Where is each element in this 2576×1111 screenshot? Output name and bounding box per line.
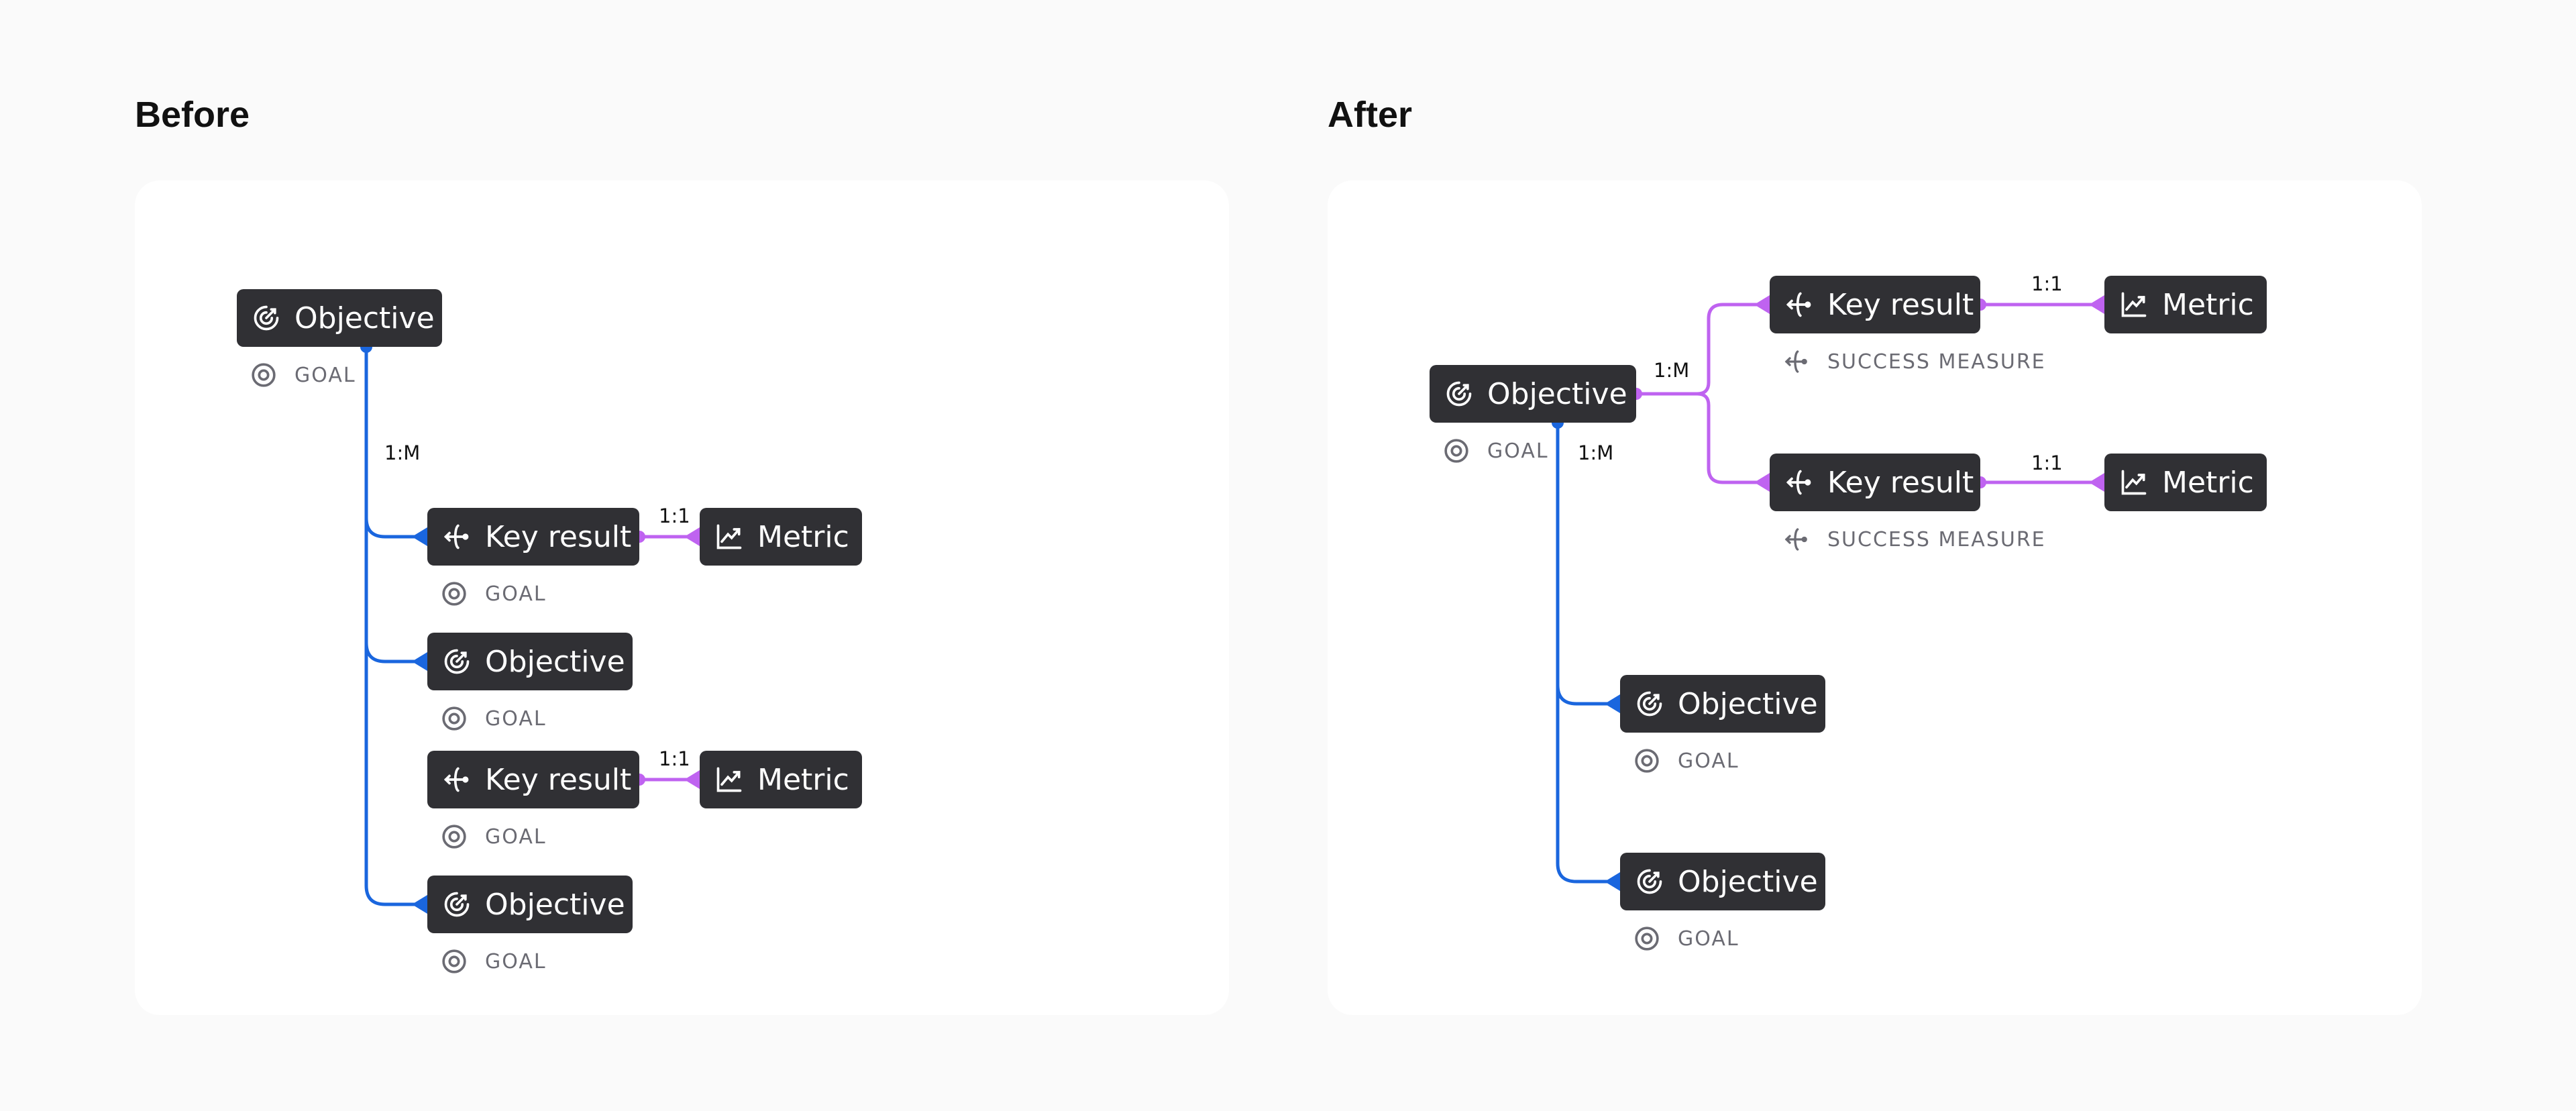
before-node-metric[interactable]: Metric bbox=[700, 508, 862, 566]
after-node-objective[interactable]: Objective bbox=[1620, 675, 1825, 733]
node-type-label: GOAL bbox=[1633, 747, 1739, 774]
before-node-key-result[interactable]: Key result bbox=[427, 751, 639, 808]
node-label: Key result bbox=[485, 519, 632, 554]
chart-line-icon bbox=[714, 765, 757, 794]
goal-target-icon bbox=[441, 823, 485, 850]
key-result-arrows-icon bbox=[442, 522, 485, 551]
type-text: GOAL bbox=[1678, 927, 1739, 951]
cardinality-label: 1:1 bbox=[2031, 452, 2063, 474]
before-node-objective[interactable]: Objective bbox=[237, 289, 442, 347]
node-label: Objective bbox=[485, 887, 625, 922]
node-label: Objective bbox=[485, 644, 625, 679]
goal-target-icon bbox=[441, 705, 485, 732]
key-result-arrows-icon bbox=[1783, 526, 1827, 553]
node-label: Metric bbox=[757, 762, 849, 797]
node-label: Key result bbox=[485, 762, 632, 797]
type-text: GOAL bbox=[485, 825, 547, 849]
arrow-head bbox=[684, 770, 700, 789]
goal-target-icon bbox=[441, 948, 485, 975]
after-node-objective[interactable]: Objective bbox=[1620, 853, 1825, 910]
cardinality-label: 1:M bbox=[384, 441, 421, 464]
arrow-head bbox=[1754, 473, 1770, 492]
after-node-objective[interactable]: Objective bbox=[1430, 365, 1636, 423]
objective-target-arrow-icon bbox=[1635, 867, 1678, 896]
node-label: Metric bbox=[2162, 465, 2254, 500]
node-type-label: GOAL bbox=[1633, 925, 1739, 952]
goal-target-icon bbox=[1633, 925, 1678, 952]
type-text: GOAL bbox=[485, 706, 547, 731]
type-text: GOAL bbox=[1487, 439, 1549, 463]
node-type-label: GOAL bbox=[250, 362, 356, 388]
type-text: GOAL bbox=[485, 949, 547, 973]
node-label: Key result bbox=[1827, 465, 1974, 500]
objective-target-arrow-icon bbox=[1635, 689, 1678, 719]
cardinality-label: 1:1 bbox=[2031, 272, 2063, 295]
chart-line-icon bbox=[2119, 468, 2162, 497]
arrow-head bbox=[2089, 473, 2104, 492]
node-type-label: SUCCESS MEASURE bbox=[1783, 526, 2046, 553]
arrow-head bbox=[1605, 872, 1620, 891]
goal-target-icon bbox=[1443, 437, 1487, 464]
node-type-label: SUCCESS MEASURE bbox=[1783, 348, 2046, 375]
goal-target-icon bbox=[441, 580, 485, 607]
type-text: GOAL bbox=[294, 363, 356, 387]
before-node-objective[interactable]: Objective bbox=[427, 876, 633, 933]
node-type-label: GOAL bbox=[441, 823, 547, 850]
after-node-metric[interactable]: Metric bbox=[2104, 276, 2267, 333]
type-text: GOAL bbox=[485, 582, 547, 606]
objective-target-arrow-icon bbox=[252, 303, 294, 333]
goal-target-icon bbox=[250, 362, 294, 388]
node-label: Objective bbox=[1678, 864, 1818, 899]
arrow-head bbox=[412, 895, 427, 914]
node-type-label: GOAL bbox=[441, 580, 547, 607]
after-node-metric[interactable]: Metric bbox=[2104, 454, 2267, 511]
before-node-metric[interactable]: Metric bbox=[700, 751, 862, 808]
key-result-arrows-icon bbox=[1784, 290, 1827, 319]
after-hierarchy-line bbox=[1556, 423, 1610, 884]
type-text: GOAL bbox=[1678, 749, 1739, 773]
key-result-arrows-icon bbox=[1783, 348, 1827, 375]
after-node-key-result[interactable]: Key result bbox=[1770, 276, 1980, 333]
after-heading: After bbox=[1328, 95, 1413, 135]
node-label: Objective bbox=[294, 301, 435, 335]
type-text: SUCCESS MEASURE bbox=[1827, 350, 2046, 374]
node-label: Objective bbox=[1678, 686, 1818, 721]
cardinality-label: 1:M bbox=[1578, 441, 1614, 464]
before-heading: Before bbox=[135, 95, 250, 135]
objective-target-arrow-icon bbox=[442, 890, 485, 919]
arrow-head bbox=[684, 527, 700, 546]
key-result-arrows-icon bbox=[442, 765, 485, 794]
node-type-label: GOAL bbox=[1443, 437, 1549, 464]
arrow-head bbox=[412, 527, 427, 546]
key-result-arrows-icon bbox=[1784, 468, 1827, 497]
goal-target-icon bbox=[1633, 747, 1678, 774]
node-label: Metric bbox=[2162, 287, 2254, 322]
node-label: Metric bbox=[757, 519, 849, 554]
cardinality-label: 1:M bbox=[1654, 359, 1690, 382]
before-hierarchy-line bbox=[364, 347, 416, 906]
after-node-key-result[interactable]: Key result bbox=[1770, 454, 1980, 511]
type-text: SUCCESS MEASURE bbox=[1827, 527, 2046, 551]
cardinality-label: 1:1 bbox=[659, 505, 690, 527]
before-node-key-result[interactable]: Key result bbox=[427, 508, 639, 566]
node-label: Objective bbox=[1487, 376, 1627, 411]
node-label: Key result bbox=[1827, 287, 1974, 322]
chart-line-icon bbox=[714, 522, 757, 551]
cardinality-label: 1:1 bbox=[659, 747, 690, 770]
objective-target-arrow-icon bbox=[1444, 379, 1487, 409]
arrow-head bbox=[2089, 295, 2104, 314]
after-measure-branch bbox=[1636, 303, 1758, 484]
node-type-label: GOAL bbox=[441, 705, 547, 732]
chart-line-icon bbox=[2119, 290, 2162, 319]
before-node-objective[interactable]: Objective bbox=[427, 633, 633, 690]
arrow-head bbox=[1754, 295, 1770, 314]
arrow-head bbox=[1605, 694, 1620, 713]
arrow-head bbox=[412, 652, 427, 671]
node-type-label: GOAL bbox=[441, 948, 547, 975]
objective-target-arrow-icon bbox=[442, 647, 485, 676]
